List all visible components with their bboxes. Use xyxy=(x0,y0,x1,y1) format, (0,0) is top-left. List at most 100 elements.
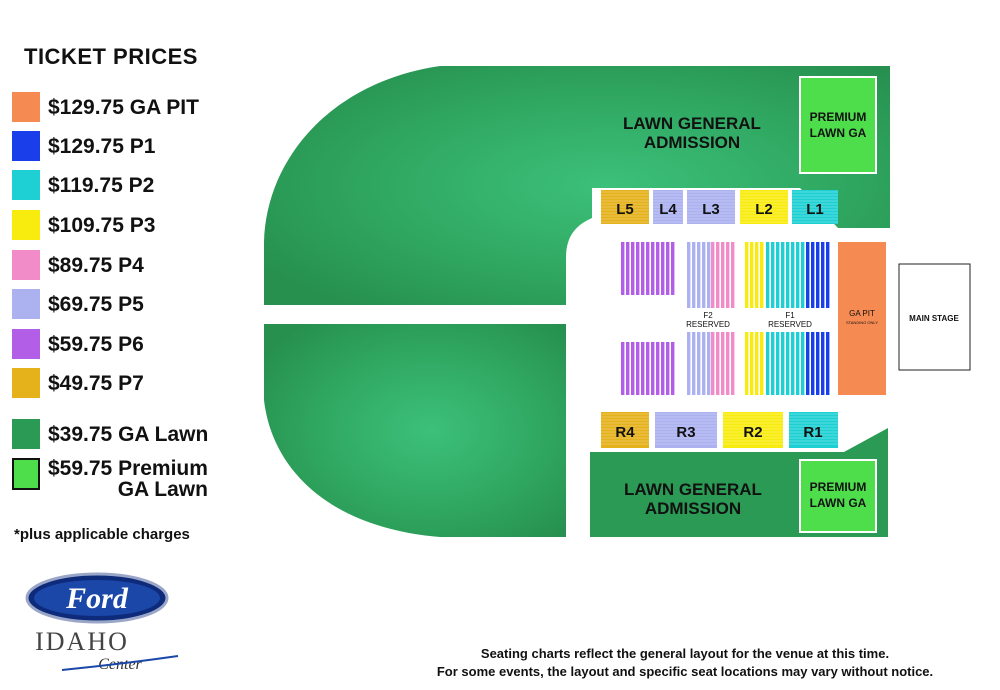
lawn-upper[interactable] xyxy=(264,66,890,305)
floor-seat-row[interactable] xyxy=(661,242,665,295)
floor-seat-row[interactable] xyxy=(796,332,800,395)
swatch-p4 xyxy=(12,250,40,280)
floor-seat-row[interactable] xyxy=(661,342,665,395)
swatch-p6 xyxy=(12,329,40,359)
legend-label: $119.75 P2 xyxy=(48,173,155,197)
floor-seat-row[interactable] xyxy=(716,242,720,308)
floor-seat-row[interactable] xyxy=(745,332,749,395)
floor-seat-row[interactable] xyxy=(726,242,730,308)
floor-seat-row[interactable] xyxy=(656,242,660,295)
section-r4[interactable] xyxy=(601,412,649,448)
swatch-p1 xyxy=(12,131,40,161)
floor-seat-row[interactable] xyxy=(631,242,635,295)
floor-seat-row[interactable] xyxy=(766,242,770,308)
floor-seat-row[interactable] xyxy=(766,332,770,395)
section-l4-label: L4 xyxy=(659,201,677,218)
floor-seat-row[interactable] xyxy=(801,242,805,308)
floor-seat-row[interactable] xyxy=(721,332,725,395)
floor-seat-row[interactable] xyxy=(826,332,830,395)
floor-seat-row[interactable] xyxy=(697,332,701,395)
floor-seat-row[interactable] xyxy=(776,332,780,395)
floor-seat-row[interactable] xyxy=(755,332,759,395)
floor-seat-row[interactable] xyxy=(716,332,720,395)
floor-seat-row[interactable] xyxy=(626,342,630,395)
floor-seat-row[interactable] xyxy=(786,332,790,395)
floor-seat-row[interactable] xyxy=(755,242,759,308)
premium-lawn-top[interactable] xyxy=(799,76,877,174)
floor-seat-row[interactable] xyxy=(726,332,730,395)
floor-seat-row[interactable] xyxy=(621,242,625,295)
floor-seat-row[interactable] xyxy=(702,242,706,308)
floor-seat-row[interactable] xyxy=(811,242,815,308)
floor-seat-row[interactable] xyxy=(771,332,775,395)
floor-seat-row[interactable] xyxy=(776,242,780,308)
floor-seat-row[interactable] xyxy=(707,242,711,308)
floor-seat-row[interactable] xyxy=(687,332,691,395)
floor-seat-row[interactable] xyxy=(711,242,715,308)
floor-seat-row[interactable] xyxy=(641,242,645,295)
floor-seat-row[interactable] xyxy=(806,332,810,395)
ga-pit-section[interactable] xyxy=(838,242,886,395)
floor-seat-row[interactable] xyxy=(636,242,640,295)
floor-seat-row[interactable] xyxy=(781,332,785,395)
legend-item-p5: $69.75 P5 xyxy=(12,288,144,320)
swatch-p2 xyxy=(12,170,40,200)
floor-seat-row[interactable] xyxy=(801,332,805,395)
floor-seat-row[interactable] xyxy=(721,242,725,308)
floor-seat-row[interactable] xyxy=(791,242,795,308)
legend-label: GA Lawn xyxy=(117,478,208,501)
lawn-top-label2: ADMISSION xyxy=(644,133,740,152)
floor-seat-row[interactable] xyxy=(791,332,795,395)
floor-seat-row[interactable] xyxy=(707,332,711,395)
floor-seat-row[interactable] xyxy=(641,342,645,395)
floor-seat-row[interactable] xyxy=(816,242,820,308)
floor-seat-row[interactable] xyxy=(671,342,675,395)
section-l5-label: L5 xyxy=(616,201,634,218)
lawn-lower[interactable] xyxy=(264,324,566,537)
floor-seat-row[interactable] xyxy=(786,242,790,308)
floor-seat-row[interactable] xyxy=(697,242,701,308)
premium-lawn-bottom[interactable] xyxy=(799,459,877,533)
floor-seat-row[interactable] xyxy=(816,332,820,395)
floor-seat-row[interactable] xyxy=(646,342,650,395)
floor-seat-row[interactable] xyxy=(646,242,650,295)
floor-seat-row[interactable] xyxy=(781,242,785,308)
floor-seat-row[interactable] xyxy=(666,342,670,395)
floor-seat-row[interactable] xyxy=(821,242,825,308)
section-r1[interactable] xyxy=(789,412,838,448)
floor-seat-row[interactable] xyxy=(731,242,735,308)
floor-seat-row[interactable] xyxy=(692,332,696,395)
floor-seat-row[interactable] xyxy=(636,342,640,395)
section-r3[interactable] xyxy=(655,412,717,448)
floor-seat-row[interactable] xyxy=(626,242,630,295)
floor-seat-row[interactable] xyxy=(731,332,735,395)
floor-seat-row[interactable] xyxy=(651,342,655,395)
floor-seat-row[interactable] xyxy=(631,342,635,395)
ford-idaho-center-logo: Ford IDAHO Center xyxy=(25,572,179,673)
floor-seat-row[interactable] xyxy=(760,242,764,308)
floor-seat-row[interactable] xyxy=(651,242,655,295)
floor-seat-row[interactable] xyxy=(750,332,754,395)
floor-seat-row[interactable] xyxy=(702,332,706,395)
floor-seat-row[interactable] xyxy=(760,332,764,395)
floor-seat-row[interactable] xyxy=(656,342,660,395)
section-r2[interactable] xyxy=(723,412,783,448)
floor-seat-row[interactable] xyxy=(750,242,754,308)
legend-label: $59.75 P6 xyxy=(48,332,144,356)
floor-seat-row[interactable] xyxy=(826,242,830,308)
floor-seat-row[interactable] xyxy=(687,242,691,308)
floor-seat-row[interactable] xyxy=(745,242,749,308)
floor-seat-row[interactable] xyxy=(621,342,625,395)
floor-seat-row[interactable] xyxy=(671,242,675,295)
main-stage xyxy=(898,263,971,371)
floor-seat-row[interactable] xyxy=(821,332,825,395)
floor-seat-row[interactable] xyxy=(806,242,810,308)
ford-oval-inner xyxy=(34,580,160,616)
floor-seat-row[interactable] xyxy=(692,242,696,308)
floor-seat-row[interactable] xyxy=(811,332,815,395)
floor-seat-row[interactable] xyxy=(796,242,800,308)
floor-seat-row[interactable] xyxy=(666,242,670,295)
floor-seat-row[interactable] xyxy=(771,242,775,308)
floor-seat-row[interactable] xyxy=(711,332,715,395)
legend-item-p7: $49.75 P7 xyxy=(12,367,144,399)
